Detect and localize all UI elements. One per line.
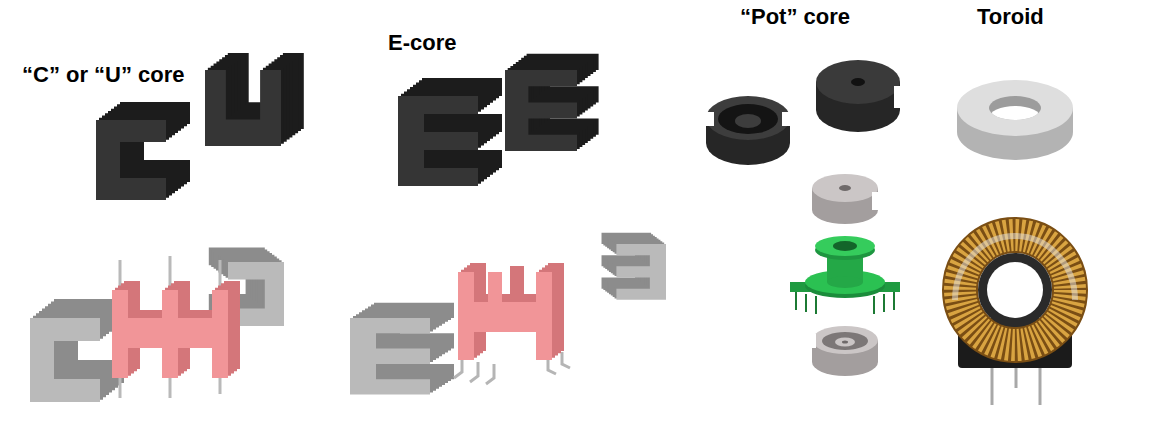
e-core-grey — [350, 303, 454, 395]
core-label: “Pot” core — [740, 4, 850, 30]
pot-core-bobbin — [790, 236, 900, 314]
e-core-grey — [602, 233, 666, 300]
c-core-dark — [96, 102, 190, 200]
pot-core-grey — [812, 174, 880, 224]
toroid-inductor — [955, 235, 1075, 405]
pot-core-dark — [704, 96, 792, 165]
core-label: “C” or “U” core — [22, 62, 185, 88]
c-core-grey — [30, 299, 124, 402]
core-label: Toroid — [977, 4, 1044, 30]
e-core-bobbin — [454, 263, 570, 384]
u-core-dark — [205, 53, 304, 146]
toroid-core — [957, 80, 1073, 160]
c-core-bobbin — [112, 256, 240, 398]
e-core-dark — [505, 54, 599, 151]
e-core-dark — [398, 78, 502, 186]
pot-core-grey — [808, 326, 878, 376]
core-label: E-core — [388, 30, 456, 56]
pot-core-dark — [816, 60, 902, 132]
